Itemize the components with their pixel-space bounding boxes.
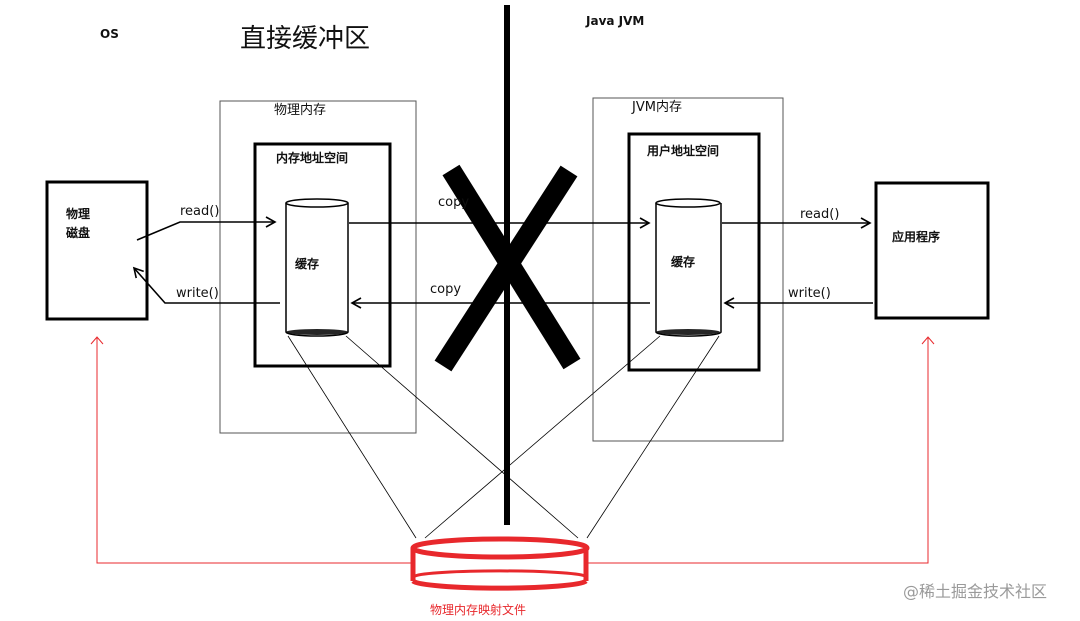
application-label: 应用程序 — [892, 230, 941, 244]
left-cache-cylinder — [285, 198, 349, 337]
physical-memory-label: 物理内存 — [274, 103, 327, 118]
read-label-left: read() — [180, 204, 220, 219]
read-arrow-left — [136, 216, 277, 241]
copy-label-top: copy — [438, 195, 470, 210]
write-arrow-left — [132, 266, 280, 304]
user-address-space-label: 用户地址空间 — [647, 144, 720, 158]
physical-disk-box — [45, 180, 149, 321]
physical-disk-label-line2: 磁盘 — [66, 226, 91, 240]
cache-label-left: 缓存 — [295, 257, 320, 271]
diagram-title: 直接缓冲区 — [240, 24, 371, 54]
read-label-right: read() — [800, 207, 840, 222]
os-label: OS — [100, 27, 119, 41]
watermark-label: @稀土掘金技术社区 — [903, 582, 1048, 601]
physical-memory-box — [219, 100, 417, 434]
java-jvm-label: Java JVM — [586, 14, 645, 28]
user-address-space-box — [627, 132, 761, 372]
mmap-file-label: 物理内存映射文件 — [430, 603, 527, 617]
jvm-memory-label: JVM内存 — [632, 100, 682, 115]
mmap-arrow-right — [586, 336, 935, 564]
cache-label-right: 缓存 — [671, 255, 696, 269]
physical-disk-label-line1: 物理 — [66, 207, 91, 221]
application-box — [874, 181, 990, 320]
copy-label-bottom: copy — [430, 282, 462, 297]
memory-address-space-label: 内存地址空间 — [276, 151, 349, 165]
jvm-memory-box — [592, 97, 784, 442]
mapping-lines — [287, 335, 720, 539]
mmap-arrow-left — [90, 336, 413, 564]
write-label-left: write() — [176, 286, 219, 301]
memory-address-space-box — [253, 142, 392, 368]
right-cache-cylinder — [655, 198, 722, 337]
write-label-right: write() — [788, 286, 831, 301]
mmap-file-cylinder — [410, 536, 590, 591]
